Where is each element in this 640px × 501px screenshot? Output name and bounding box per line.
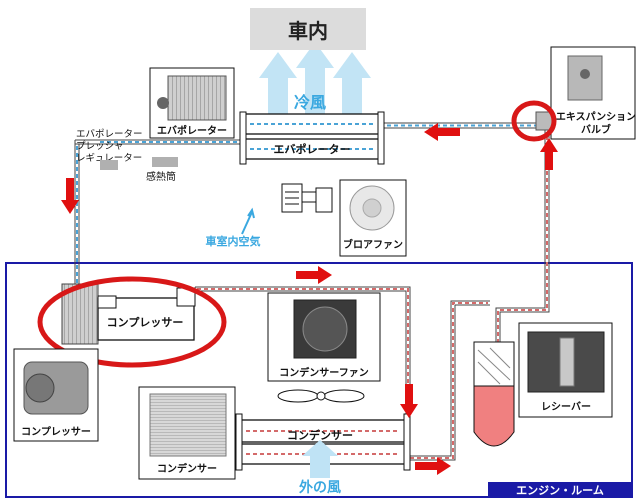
heat-sensing-tube-label: 感熱筒 [146,170,176,183]
epr-valve [100,160,118,170]
flow-arrow-condenser-in [400,384,418,418]
evaporator-photo-label: エバポレーター [157,124,227,137]
car-interior-label: 車内 [288,19,328,43]
flow-arrow-left-down [61,178,79,214]
flow-arrow-condenser-out [415,457,451,475]
expansion-valve-body [535,111,553,131]
engine-room-label: エンジン・ルーム [516,484,604,497]
engine-room-tag [488,482,632,497]
expansion-valve-label-line1: エキスパンション [556,111,636,123]
outside-air-label: 外の風 [299,479,341,496]
cool-air-label: 冷風 [294,93,326,112]
cabin-air-label: 車室内空気 [206,234,261,248]
evaporator-unit [239,111,385,165]
evaporator-photo [149,67,235,139]
blower-fan-symbol [281,183,333,213]
compressor-photo-label: コンプレッサー [21,425,91,438]
blower-fan-photo [339,179,407,257]
engine-room-border [5,262,633,498]
compressor-unit [61,283,196,345]
cool-air-arrows [259,42,371,115]
epr-label-line1: エバポレーター [76,129,143,140]
expansion-valve-photo [550,46,636,140]
compressor-photo [13,348,99,442]
compressor-highlight-ring [37,276,227,368]
high-pressure-pipes [195,128,550,461]
condenser-photo-label: コンデンサー [157,462,217,475]
epr-label-line2: プレッシャ [76,141,124,152]
condenser-fan-blade-symbol [277,389,365,403]
flow-arrows [61,123,558,475]
cabin-air-arrow [241,207,255,235]
condenser-fan-photo [267,292,381,382]
receiver-photo [518,322,613,418]
flow-arrow-compressor-out [296,266,332,284]
receiver-tank [473,341,515,447]
compressor-unit-label: コンプレッサー [107,315,184,329]
flow-arrow-evap-return [424,123,460,141]
expansion-valve-highlight-ring [511,100,557,142]
epr-label-line3: レギュレーター [76,153,142,164]
car-interior-box [250,8,366,50]
condenser-unit-label: コンデンサー [287,428,353,442]
expansion-valve-label-line2: バルブ [581,123,611,136]
condenser-fan-label: コンデンサーファン [279,366,368,379]
outside-air-arrow [302,440,338,478]
receiver-label: レシーバー [541,401,591,413]
heat-sensing-tube [152,157,178,167]
flow-arrow-valve-up [540,138,558,170]
evaporator-unit-label: エバポレーター [274,142,351,156]
blower-fan-label: ブロアファン [343,238,403,251]
condenser-photo [138,386,236,480]
